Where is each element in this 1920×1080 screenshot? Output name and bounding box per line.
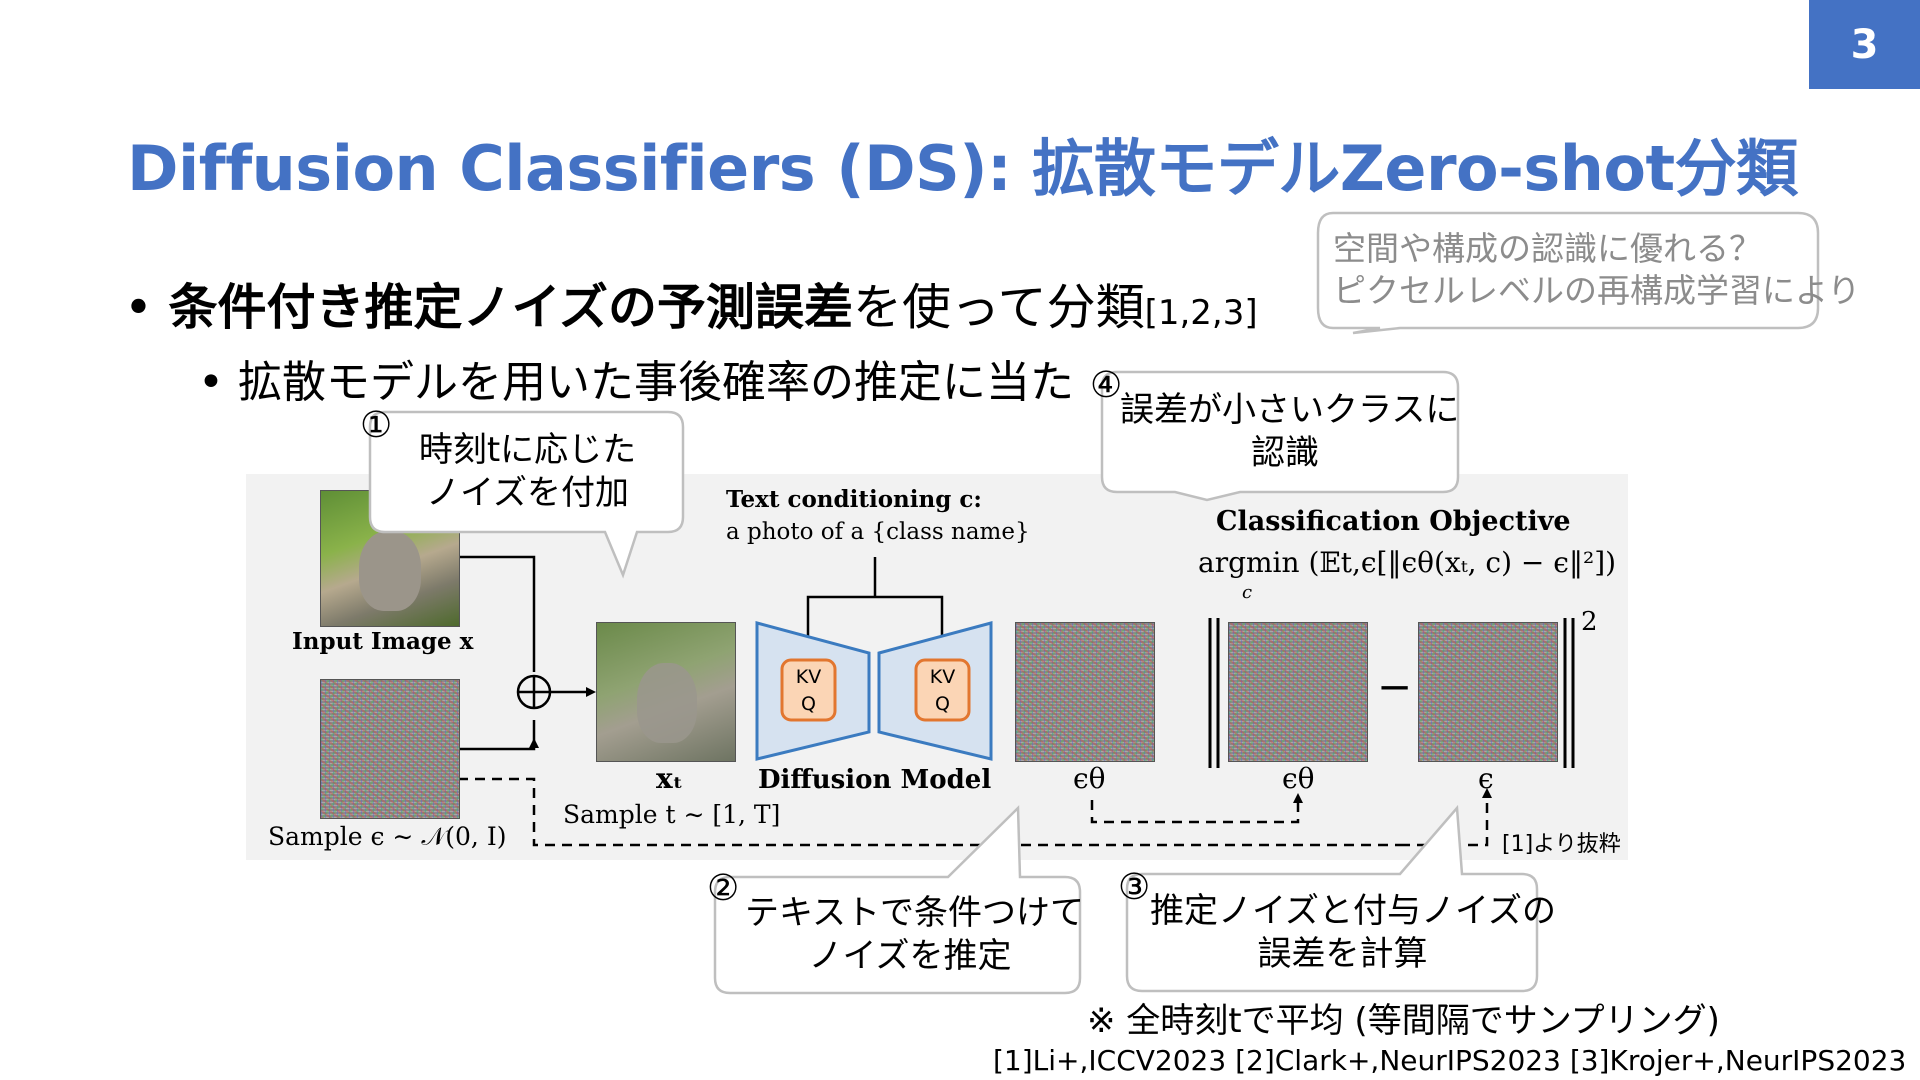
eps-theta-noise-image [1015,622,1155,762]
callout-4-bubble [1100,370,1460,502]
note-line-1: 空間や構成の認識に優れる？ [1333,229,1762,268]
norm-eps-theta-noise-image [1228,622,1368,762]
bullet-main-ref: [1,2,3] [1144,293,1258,333]
image-to-plus-line [458,555,536,672]
text-conditioning-label: Text conditioning c: [726,486,982,513]
minus-sign: − [1377,662,1413,711]
dashed-eps-theta-path [1090,800,1300,824]
note-callout-bubble [1316,211,1820,335]
callout-1-bubble [368,410,685,579]
callout-2-bubble [713,805,1082,995]
norm-eps-theta-label: ϵθ [1282,762,1315,795]
noise-to-plus-line [458,720,536,751]
bullet-dot: • [124,279,169,336]
bullet-sub-dot: • [198,357,238,408]
classification-objective-title: Classification Objective [1216,506,1571,537]
norm-eps-noise-image [1418,622,1558,762]
callout-3-number: ③ [1118,867,1151,908]
input-image-label: Input Image x [292,628,474,655]
bullet-sub-text: 拡散モデルを用いた事後確率の推定に当たる [237,357,1078,408]
q-label-right: Q [935,693,950,715]
callout-4-line-2: 認識 [1251,433,1319,473]
callout-1-line-1: 時刻tに応じた [418,430,637,470]
q-label-left: Q [801,693,816,715]
kv-label-left: KV [795,666,822,688]
dashed-eps-path [458,777,1400,847]
callout-3-line-1: 推定ノイズと付与ノイズの [1150,891,1556,931]
norm-eps-label: ϵ [1478,762,1494,795]
callout-3-bubble [1125,804,1539,993]
norm-exponent: 2 [1581,607,1598,637]
sample-t-label: Sample t ∼ [1, T] [563,800,781,829]
eps-theta-label: ϵθ [1073,762,1106,795]
xt-label: xₜ [656,762,684,795]
callout-2-line-2: ノイズを推定 [808,936,1012,976]
bullet-main: • 条件付き推定ノイズの予測誤差を使って分類[1,2,3] [124,268,1258,339]
callout-4-line-1: 誤差が小さいクラスに [1120,390,1460,430]
note-line-2: ピクセルレベルの再構成学習により [1333,271,1861,310]
bullet-sub: • 拡散モデルを用いた事後確率の推定に当たる [198,346,1078,410]
argmin-subscript: c [1242,582,1253,603]
bullet-main-rest: を使って分類 [853,279,1145,336]
slide-title: Diffusion Classifiers (DS): 拡散モデルZero-sh… [127,132,1798,205]
callout-2-line-1: テキストで条件つけて [745,893,1084,933]
classification-objective-formula: argmin (𝔼t,ϵ[‖ϵθ(xₜ, c) − ϵ‖²]) [1198,546,1617,579]
callout-1-line-2: ノイズを付加 [426,473,629,513]
references-line: [1]Li+,ICCV2023 [2]Clark+,NeurIPS2023 [3… [993,1044,1907,1077]
kv-q-block-left [780,658,837,722]
text-conditioning-prompt: a photo of a {class name} [726,519,1030,545]
averaging-footnote: ※ 全時刻tで平均 (等間隔でサンプリング) [1087,1001,1720,1041]
figure-source-note: [1]より抜粋 [1502,832,1621,857]
diffusion-model-label: Diffusion Model [758,765,992,795]
callout-1-number: ① [360,405,393,446]
kv-label-right: KV [929,666,956,688]
sample-eps-label: Sample ϵ ∼ 𝒩(0, I) [268,822,507,851]
callout-4-number: ④ [1090,365,1123,406]
kv-q-block-right [914,658,971,722]
callout-2-number: ② [707,868,740,909]
sampled-noise-image [320,679,460,819]
noisy-xt-image [596,622,736,762]
callout-3-line-2: 誤差を計算 [1257,934,1428,974]
page-number: 3 [1809,0,1920,89]
bullet-main-bold: 条件付き推定ノイズの予測誤差 [168,279,854,336]
